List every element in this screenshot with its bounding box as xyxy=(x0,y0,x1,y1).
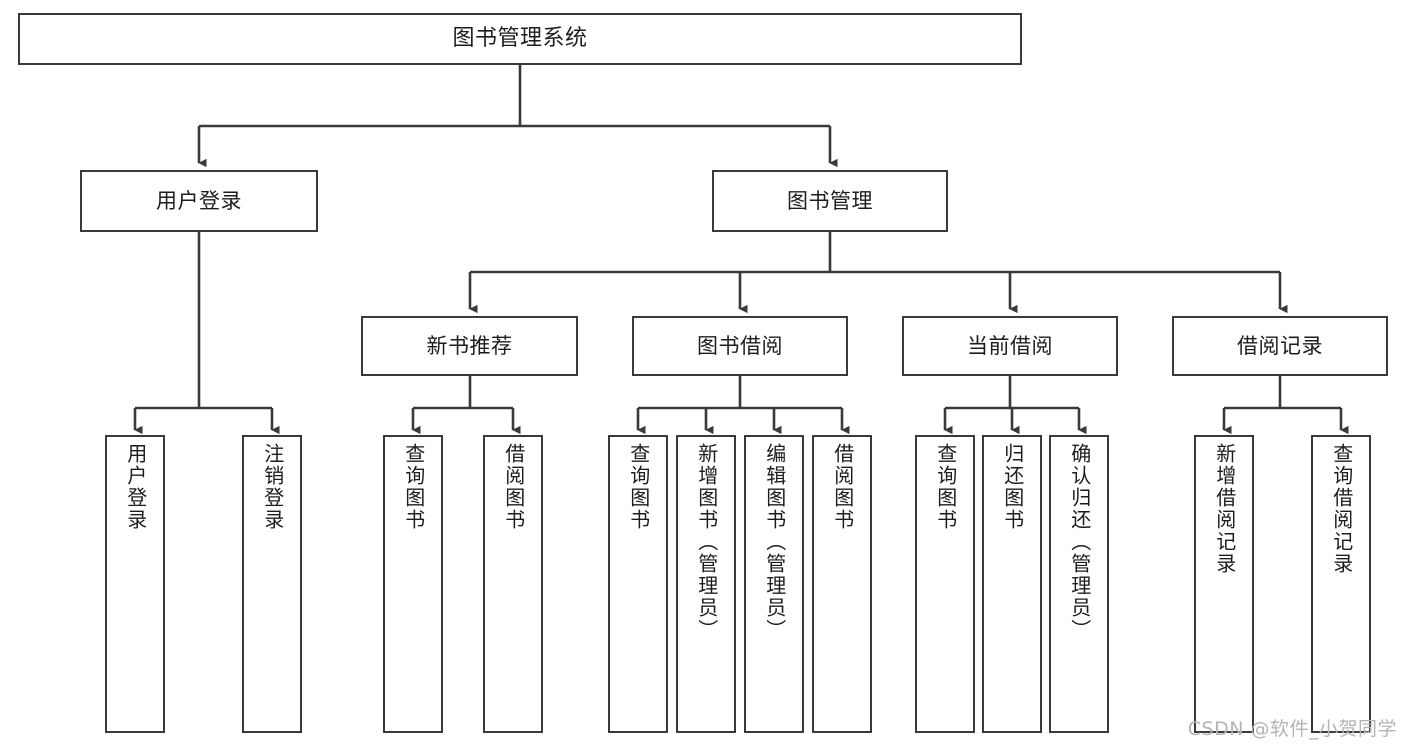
node-label: 注销登录 xyxy=(260,443,285,531)
leaf-query-book-current[interactable]: 查询图书 xyxy=(915,435,975,733)
leaf-query-borrow-record[interactable]: 查询借阅记录 xyxy=(1311,435,1371,733)
leaf-query-book-borrow[interactable]: 查询图书 xyxy=(608,435,668,733)
node-book-management[interactable]: 图书管理 xyxy=(712,170,948,232)
leaf-borrow-book[interactable]: 借阅图书 xyxy=(812,435,872,733)
node-label: 查询图书 xyxy=(626,443,651,531)
watermark-text: CSDN @软件_小贺同学 xyxy=(1187,718,1397,740)
node-user-login[interactable]: 用户登录 xyxy=(80,170,318,232)
node-label: 借阅记录 xyxy=(1237,333,1323,358)
node-label: 用户登录 xyxy=(156,188,242,213)
node-label: 图书管理系统 xyxy=(452,26,588,52)
leaf-confirm-return-admin[interactable]: 确认归还（管理员） xyxy=(1049,435,1109,733)
node-borrow-record[interactable]: 借阅记录 xyxy=(1172,316,1388,376)
node-label: 确认归还（管理员） xyxy=(1067,443,1092,641)
node-label: 新增图书（管理员） xyxy=(694,443,719,641)
node-label: 编辑图书（管理员） xyxy=(762,443,787,641)
leaf-user-logout[interactable]: 注销登录 xyxy=(242,435,302,733)
node-current-borrow[interactable]: 当前借阅 xyxy=(902,316,1118,376)
leaf-add-book-admin[interactable]: 新增图书（管理员） xyxy=(676,435,736,733)
leaf-user-login[interactable]: 用户登录 xyxy=(105,435,165,733)
node-label: 新增借阅记录 xyxy=(1212,443,1237,575)
node-label: 查询图书 xyxy=(933,443,958,531)
leaf-borrow-book-recommend[interactable]: 借阅图书 xyxy=(483,435,543,733)
node-label: 图书管理 xyxy=(787,188,873,213)
node-root-system[interactable]: 图书管理系统 xyxy=(18,13,1022,65)
node-label: 借阅图书 xyxy=(501,443,526,531)
leaf-return-book[interactable]: 归还图书 xyxy=(982,435,1042,733)
node-label: 归还图书 xyxy=(1000,443,1025,531)
node-label: 查询图书 xyxy=(401,443,426,531)
node-label: 借阅图书 xyxy=(830,443,855,531)
leaf-add-borrow-record[interactable]: 新增借阅记录 xyxy=(1194,435,1254,733)
node-label: 查询借阅记录 xyxy=(1329,443,1354,575)
node-book-borrow[interactable]: 图书借阅 xyxy=(632,316,848,376)
node-label: 图书借阅 xyxy=(697,333,783,358)
node-label: 当前借阅 xyxy=(967,333,1053,358)
node-new-book-recommend[interactable]: 新书推荐 xyxy=(361,316,578,376)
leaf-query-book-recommend[interactable]: 查询图书 xyxy=(383,435,443,733)
leaf-edit-book-admin[interactable]: 编辑图书（管理员） xyxy=(744,435,804,733)
node-label: 用户登录 xyxy=(123,443,148,531)
node-label: 新书推荐 xyxy=(426,333,513,358)
